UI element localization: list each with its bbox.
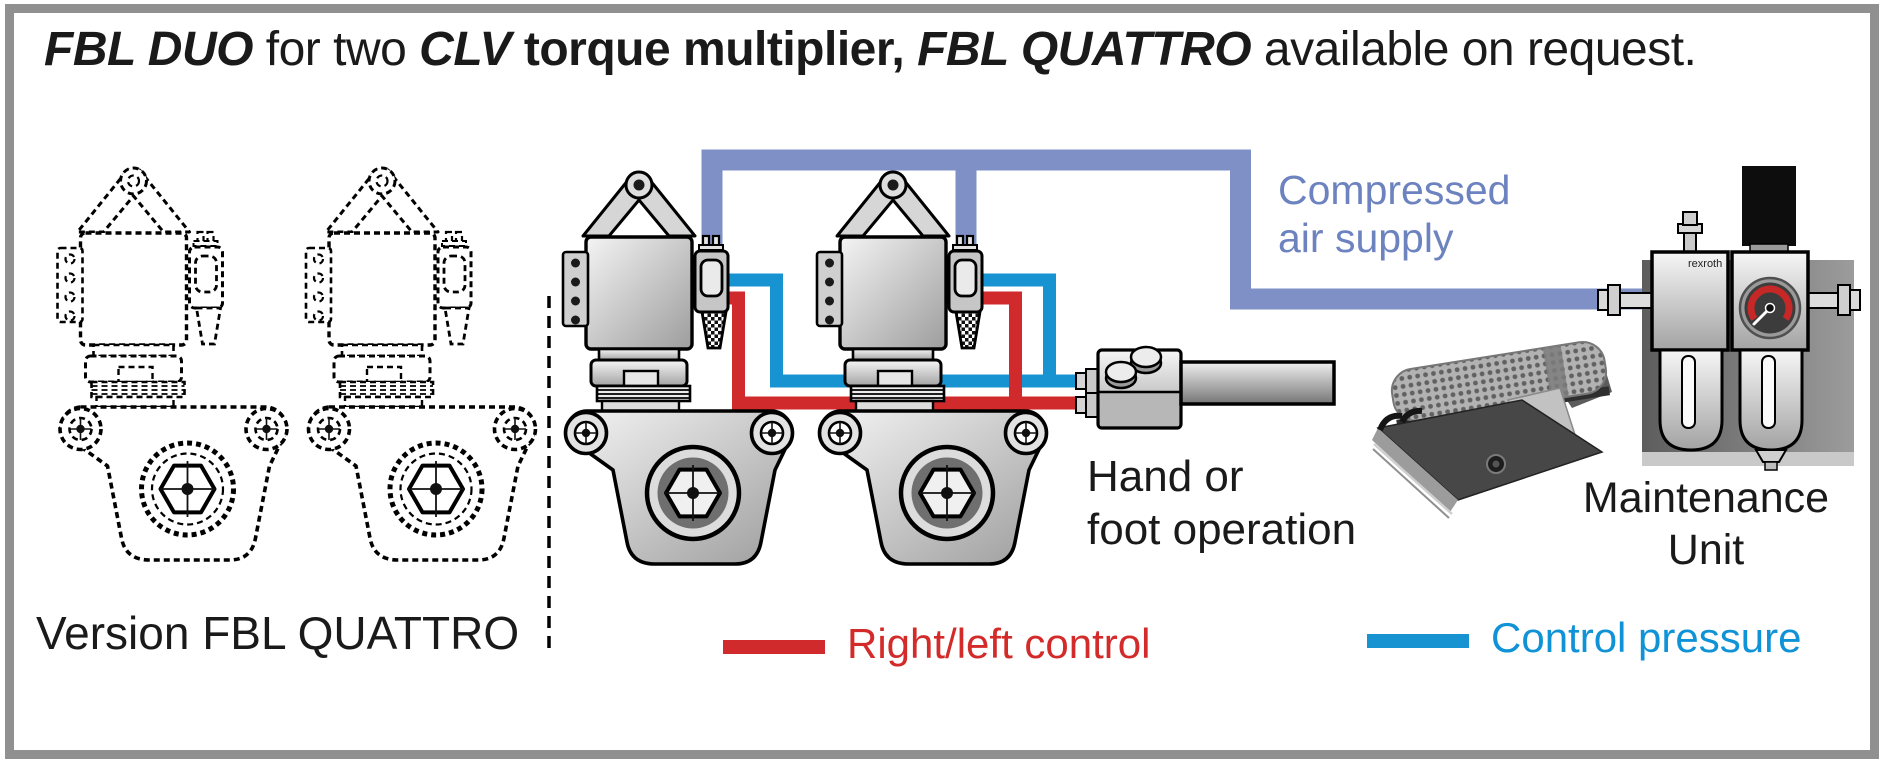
- hand-foot-label-line2: foot operation: [1087, 505, 1357, 554]
- legend-right-left-control: Right/left control: [723, 620, 1150, 668]
- hand-valve-handle: [1179, 360, 1336, 406]
- maintenance-unit-label-line1: Maintenance: [1582, 474, 1830, 522]
- hand-foot-label-line1: Hand or: [1087, 452, 1244, 501]
- compressed-air-label-line2: air supply: [1278, 215, 1454, 261]
- compressed-air-tube: [701, 149, 1642, 310]
- page-title: FBL DUO for two CLV torque multiplier, F…: [44, 22, 1697, 77]
- red-line-swatch: [723, 640, 825, 654]
- brand-label: rexroth: [1688, 258, 1723, 270]
- solid-multiplier-1: [563, 172, 793, 564]
- hand-valve: [1075, 345, 1336, 430]
- title-seg-2: for two: [252, 23, 420, 76]
- compressed-air-label: Compressed air supply: [1278, 166, 1510, 262]
- regulator-knob: [1742, 166, 1796, 246]
- title-seg-4: torque multiplier,: [511, 23, 918, 76]
- dashed-multiplier-2: [306, 168, 536, 560]
- title-seg-3: CLV: [419, 23, 512, 76]
- maintenance-unit: [1597, 166, 1861, 471]
- title-seg-5: FBL QUATTRO: [917, 23, 1252, 76]
- version-caption: Version FBL QUATTRO: [36, 607, 520, 659]
- hand-foot-label: Hand or foot operation: [1087, 450, 1356, 556]
- pressure-gauge: [1738, 276, 1802, 340]
- title-seg-1: FBL DUO: [44, 23, 253, 76]
- title-seg-6: available on request.: [1251, 23, 1697, 76]
- foot-pedal: [1372, 341, 1612, 519]
- legend-control-pressure: Control pressure: [1367, 614, 1801, 662]
- legend-label-control-pressure: Control pressure: [1491, 614, 1802, 661]
- compressed-air-label-line1: Compressed: [1278, 167, 1511, 213]
- dashed-multiplier-1: [58, 168, 288, 560]
- legend-label-right-left: Right/left control: [847, 620, 1151, 667]
- maintenance-unit-label: Maintenance Unit: [1548, 472, 1864, 576]
- blue-line-swatch: [1367, 634, 1469, 648]
- maintenance-unit-label-line2: Unit: [1667, 526, 1745, 574]
